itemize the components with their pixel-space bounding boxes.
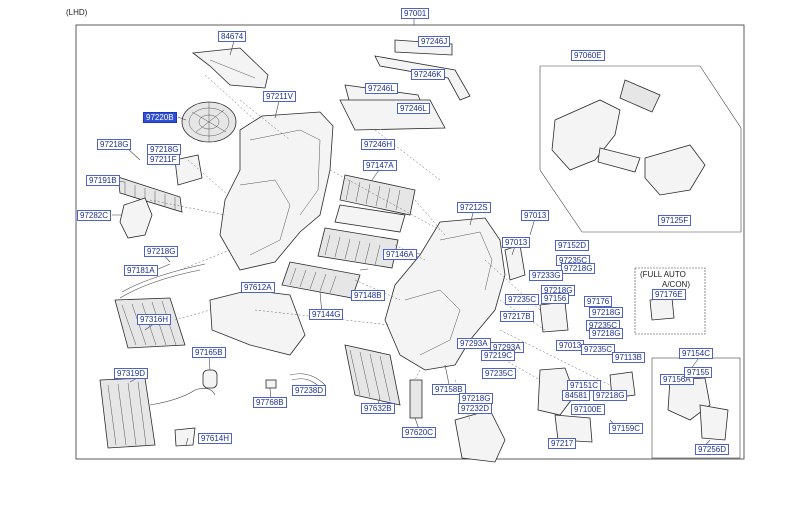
part-ref-97144G[interactable]: 97144G [309, 309, 344, 320]
part-ref-97181A[interactable]: 97181A [124, 265, 158, 276]
full-auto-note-line2: A/CON) [662, 280, 690, 289]
evaporator [339, 174, 416, 216]
part-ref-97211V[interactable]: 97211V [263, 91, 296, 102]
lower-housing [209, 289, 306, 356]
part-ref-97156[interactable]: 97156 [541, 293, 570, 304]
diagram-frame [75, 24, 745, 460]
part-ref-97211F[interactable]: 97211F [147, 154, 180, 165]
part-ref-97282C[interactable]: 97282C [77, 210, 112, 221]
part-ref-84581[interactable]: 84581 [562, 390, 591, 401]
part-ref-97159C[interactable]: 97159C [609, 423, 644, 434]
door-97147 [334, 204, 406, 233]
part-ref-97246H[interactable]: 97246H [361, 139, 396, 150]
actuator-97156 [539, 301, 569, 333]
part-ref-97218G-h[interactable]: 97218G [593, 390, 628, 401]
part-ref-97001[interactable]: 97001 [401, 8, 430, 19]
part-97620-strip [409, 379, 423, 419]
part-ref-97217[interactable]: 97217 [548, 438, 577, 449]
clip-97614H [174, 427, 196, 447]
part-ref-97293A-a[interactable]: 97293A [457, 338, 491, 349]
part-ref-97152D[interactable]: 97152D [555, 240, 590, 251]
duct-assembly [551, 99, 621, 171]
part-ref-97146A[interactable]: 97146A [383, 249, 417, 260]
part-ref-97235C-e[interactable]: 97235C [482, 368, 517, 379]
part-ref-97218G-f[interactable]: 97218G [589, 307, 624, 318]
linkage [504, 244, 526, 281]
part-ref-97235C-b[interactable]: 97235C [505, 294, 540, 305]
part-ref-97233G[interactable]: 97233G [529, 270, 564, 281]
duct-97282C [119, 197, 153, 239]
full-auto-note-line1: (FULL AUTO [640, 270, 686, 279]
part-ref-97219C[interactable]: 97219C [481, 350, 516, 361]
part-ref-97013-c[interactable]: 97013 [556, 340, 585, 351]
part-ref-97235C-d[interactable]: 97235C [581, 344, 616, 355]
part-ref-97156A[interactable]: 97156A [660, 374, 694, 385]
part-ref-97612A[interactable]: 97612A [241, 282, 275, 293]
part-97632B [344, 344, 401, 406]
part-ref-97218G-a[interactable]: 97218G [97, 139, 132, 150]
part-ref-97165B[interactable]: 97165B [192, 347, 226, 358]
part-ref-97620C[interactable]: 97620C [402, 427, 437, 438]
variant-label: (LHD) [66, 8, 88, 17]
part-ref-97316H[interactable]: 97316H [137, 314, 172, 325]
housing-right [384, 217, 506, 371]
part-ref-97220B-selected[interactable]: 97220B [143, 112, 177, 123]
duct-97620C [454, 409, 506, 463]
part-ref-84674[interactable]: 84674 [218, 31, 247, 42]
housing-left [219, 111, 334, 271]
part-ref-97176E[interactable]: 97176E [652, 289, 686, 300]
part-ref-97154C[interactable]: 97154C [679, 348, 714, 359]
part-ref-97632B[interactable]: 97632B [361, 403, 395, 414]
part-ref-97238D[interactable]: 97238D [292, 385, 327, 396]
part-ref-97191B[interactable]: 97191B [86, 175, 120, 186]
part-ref-97232D[interactable]: 97232D [458, 403, 493, 414]
actuator-97100E [537, 367, 576, 416]
actuator-97211F [174, 154, 203, 186]
part-ref-97218G-g[interactable]: 97218G [589, 328, 624, 339]
part-ref-97113B[interactable]: 97113B [612, 352, 645, 363]
part-ref-97217B[interactable]: 97217B [500, 311, 534, 322]
part-ref-97013-b[interactable]: 97013 [502, 237, 531, 248]
part-ref-97212S[interactable]: 97212S [457, 202, 491, 213]
seal-97246K [374, 55, 471, 101]
sensor-97176E [649, 297, 675, 321]
part-ref-97013-a[interactable]: 97013 [521, 210, 550, 221]
part-ref-97246L-a[interactable]: 97246L [365, 83, 398, 94]
actuator-97155 [667, 377, 711, 421]
part-ref-97218G-c[interactable]: 97218G [144, 246, 179, 257]
part-ref-97148B[interactable]: 97148B [351, 290, 385, 301]
part-ref-97218G-d[interactable]: 97218G [561, 263, 596, 274]
actuator-97217 [554, 414, 593, 443]
part-ref-97319D[interactable]: 97319D [114, 368, 149, 379]
duct-small [597, 147, 641, 173]
grommet-97165B [202, 369, 218, 389]
part-ref-97768B[interactable]: 97768B [253, 397, 287, 408]
clip-97768B [265, 379, 277, 389]
part-ref-97246K[interactable]: 97246K [411, 69, 445, 80]
part-ref-97060E[interactable]: 97060E [571, 50, 605, 61]
part-ref-97614H[interactable]: 97614H [198, 433, 233, 444]
part-ref-97147A[interactable]: 97147A [363, 160, 397, 171]
part-ref-97256D[interactable]: 97256D [695, 444, 730, 455]
part-ref-97100E[interactable]: 97100E [571, 404, 605, 415]
part-ref-97246L-b[interactable]: 97246L [397, 103, 430, 114]
duct-vent [619, 79, 661, 113]
part-ref-97125F[interactable]: 97125F [658, 215, 692, 226]
door-97144G [281, 261, 361, 299]
duct-right [644, 144, 706, 196]
part-ref-97155[interactable]: 97155 [684, 367, 713, 378]
actuator-97256D [699, 404, 729, 441]
part-ref-97158B[interactable]: 97158B [432, 384, 466, 395]
part-ref-97176[interactable]: 97176 [584, 296, 613, 307]
part-ref-97246J[interactable]: 97246J [418, 36, 451, 47]
